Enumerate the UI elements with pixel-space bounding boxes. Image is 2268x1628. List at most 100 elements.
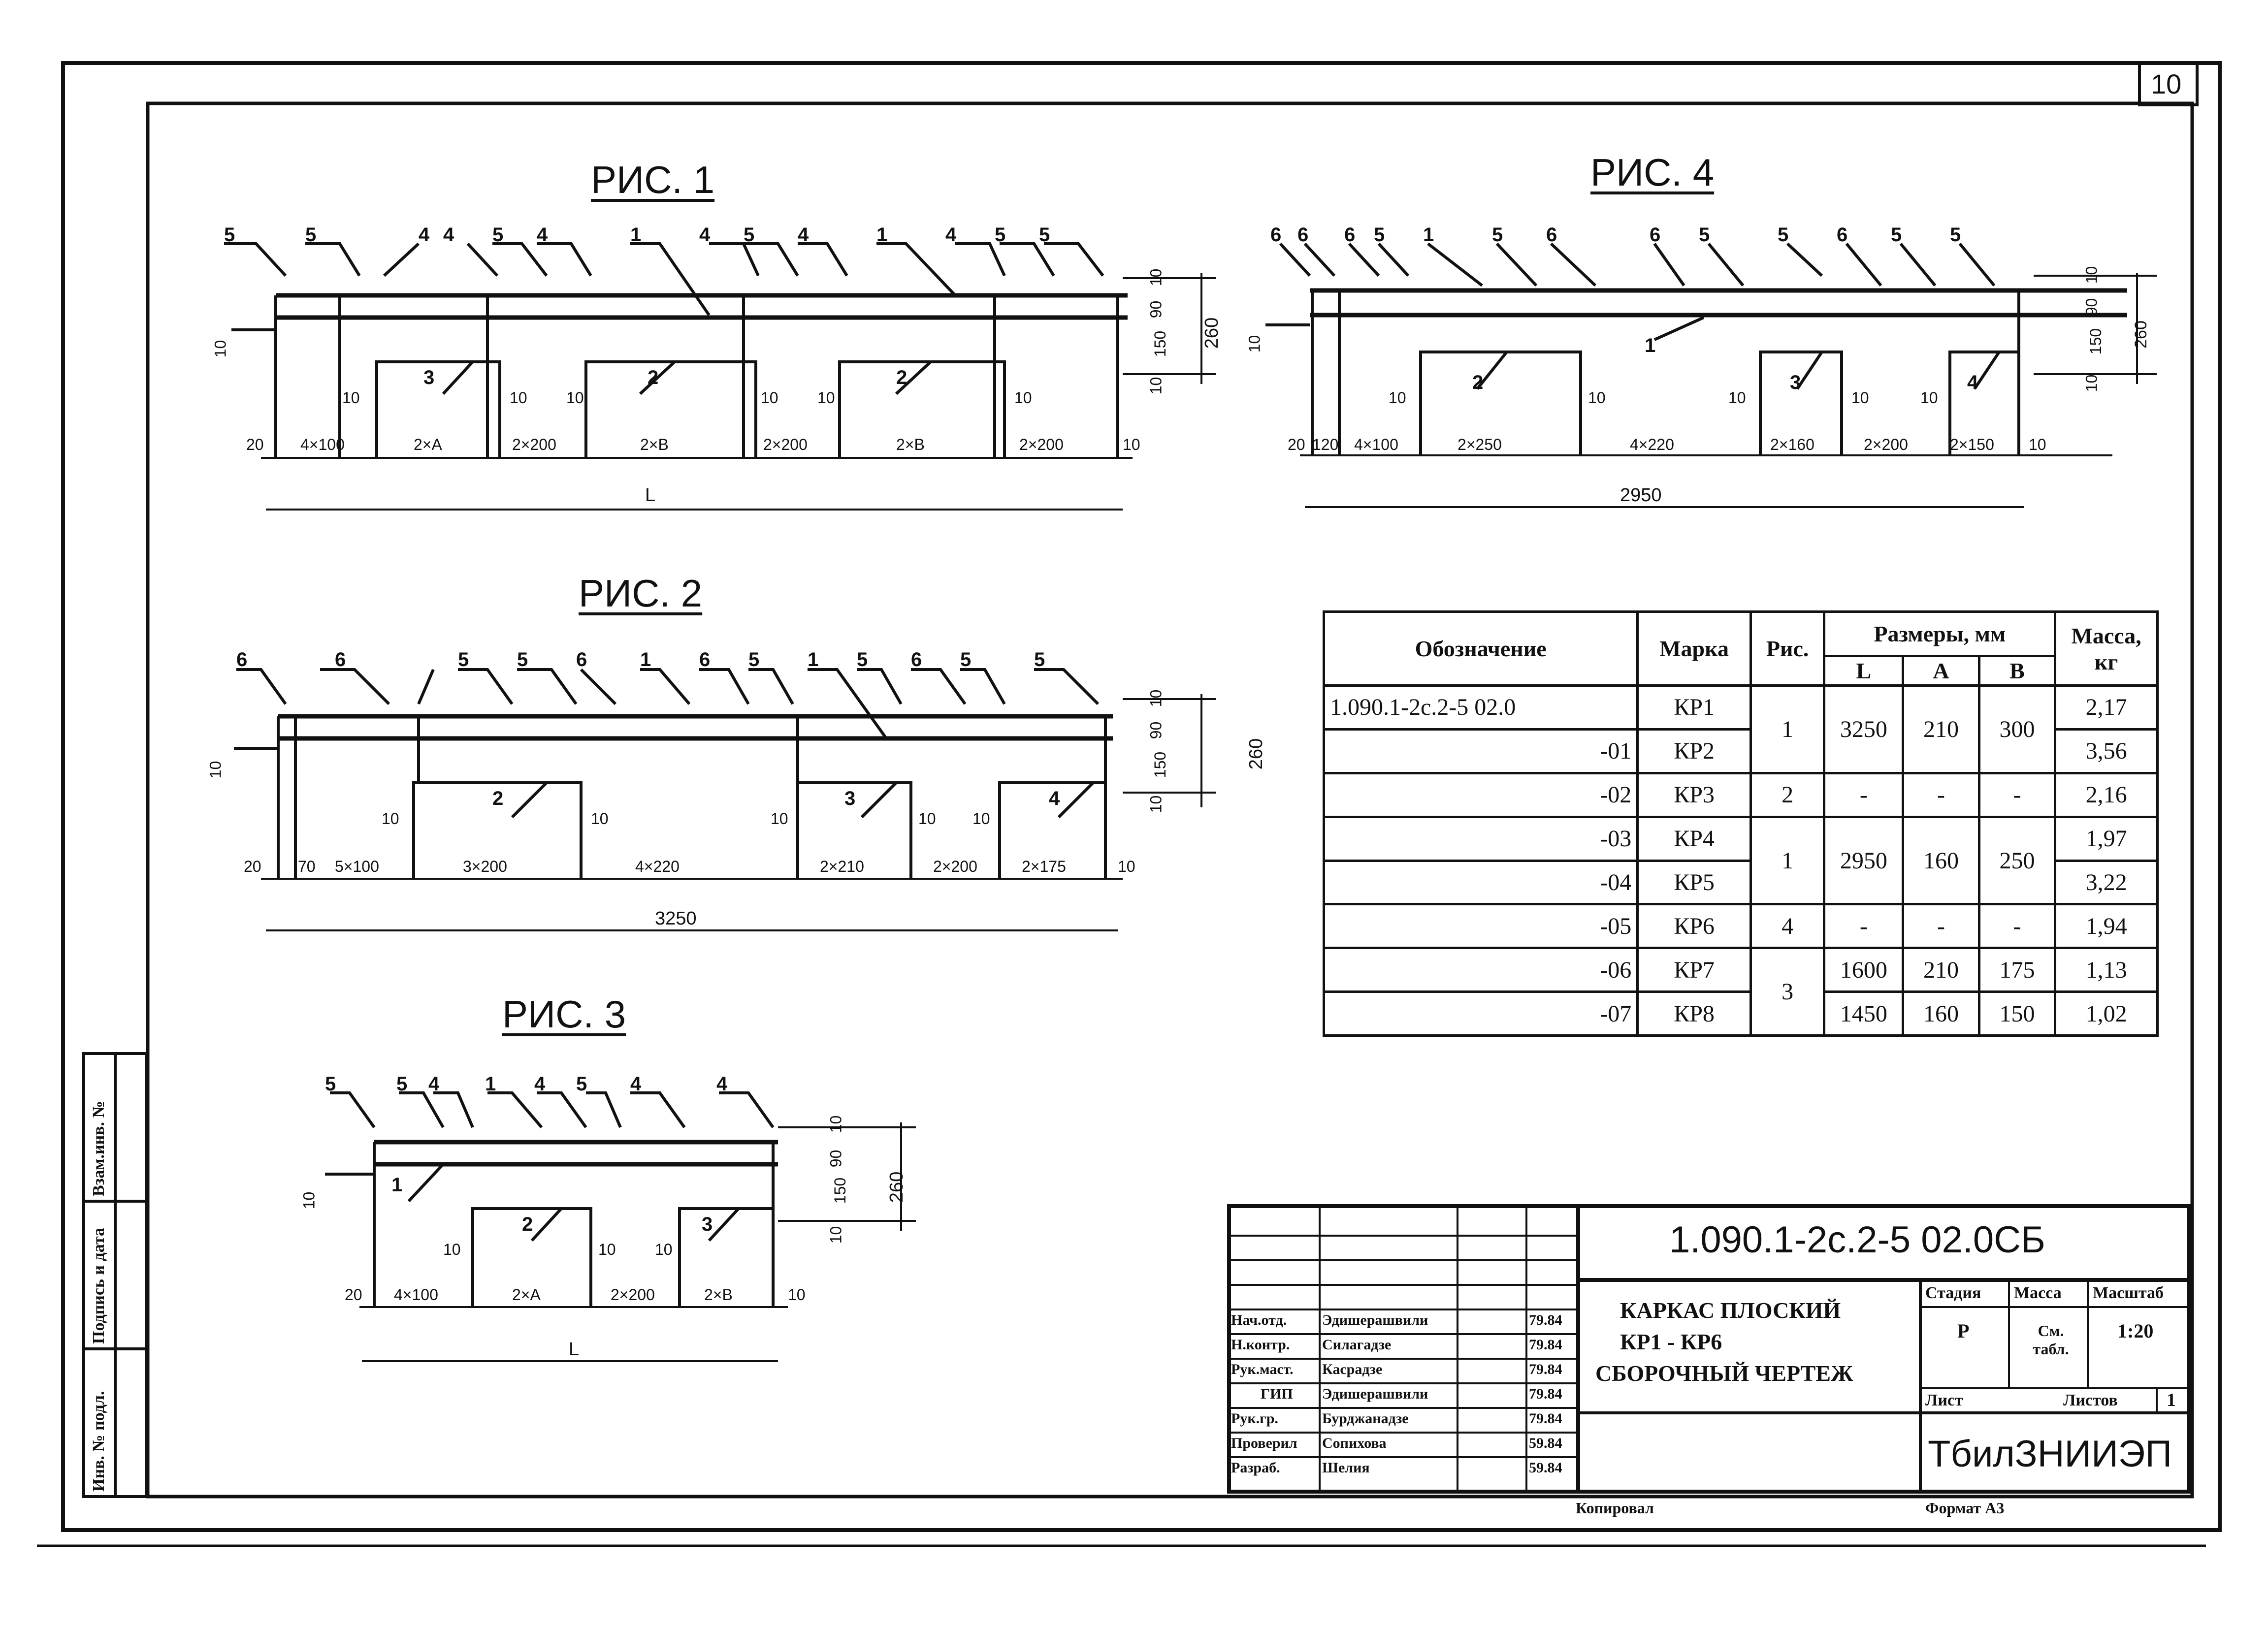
fig3-bdim: 2×B <box>704 1286 733 1304</box>
fig1-vdim-total: 260 <box>1201 317 1223 349</box>
sig-role: Рук.гр. <box>1231 1410 1278 1427</box>
sig-date: 79.84 <box>1529 1337 1562 1353</box>
sig-role: Нач.отд. <box>1231 1312 1287 1328</box>
fig4-marker: 6 <box>1650 224 1661 246</box>
signature-row: Проверил Сопихова 59.84 <box>1231 1435 1576 1459</box>
fig2-marker: 5 <box>748 649 760 670</box>
sig-name: Касрадзе <box>1322 1361 1383 1377</box>
fig2-small-dim: 10 <box>771 810 788 828</box>
row-B: - <box>1977 903 2057 950</box>
side-stamp-sign: Подпись и дата <box>90 1228 108 1344</box>
side-stamp-replace: Взам.инв. № <box>90 1101 108 1196</box>
fig4-bdim: 2×250 <box>1458 436 1502 453</box>
row-L: 3250 <box>1823 684 1905 774</box>
fig2-small-dim: 10 <box>972 810 990 828</box>
fig3-vdim: 10 <box>827 1226 845 1244</box>
fig2-marker: 5 <box>458 649 469 670</box>
row-A: - <box>1902 771 1980 818</box>
row-code: -06 <box>1322 947 1639 993</box>
fig3-marker: 4 <box>630 1073 642 1095</box>
sig-role: Проверил <box>1231 1435 1297 1451</box>
doc-code: 1.090.1-2с.2-5 02.0СБ <box>1669 1219 2045 1261</box>
signature-row: ГИП Эдишерашвили 79.84 <box>1231 1386 1576 1409</box>
header-A: A <box>1902 655 1980 687</box>
table-row: 1.090.1-2с.2-5 02.0 КР1 1 3250 210 300 2… <box>1322 684 2159 774</box>
sig-date: 59.84 <box>1529 1435 1562 1451</box>
inner-frame <box>146 101 2194 1499</box>
fig1-small-dim: 10 <box>566 389 584 407</box>
fig3-marker-bottom: 2 <box>522 1213 533 1235</box>
fig1-bdim: 2×B <box>896 436 925 453</box>
fig4-small-dim: 10 <box>1920 389 1938 407</box>
fig2-bdim: 2×200 <box>933 858 977 875</box>
fig4-small-dim: 10 <box>1851 389 1869 407</box>
fig1-marker: 4 <box>419 224 430 246</box>
fig1-small-dim: 10 <box>1014 389 1032 407</box>
sig-name: Бурджанадзе <box>1322 1410 1409 1427</box>
sig-date: 79.84 <box>1529 1361 1562 1377</box>
fig4-marker: 6 <box>1344 224 1356 246</box>
stage-label: Стадия <box>1925 1284 1981 1302</box>
row-mark: КР1 <box>1636 684 1752 731</box>
fig4-title: РИС. 4 <box>1590 151 1715 194</box>
fig4-marker-bottom: 3 <box>1790 372 1801 393</box>
sig-role: Рук.маст. <box>1231 1361 1294 1377</box>
row-B: - <box>1977 771 2057 818</box>
fig3-marker-bottom: 3 <box>702 1213 713 1235</box>
fig4-small-dim: 10 <box>1389 389 1406 407</box>
fig4-marker: 5 <box>1891 224 1902 246</box>
row-L: 1600 <box>1823 947 1905 993</box>
fig4-marker-bottom: 4 <box>1967 372 1978 393</box>
fig4-bdim: 20 <box>1288 436 1305 453</box>
header-sizes: Размеры, мм <box>1823 610 2057 657</box>
fig2-marker: 5 <box>517 649 528 670</box>
fig1-vdim: 10 <box>1147 268 1165 287</box>
fig3-vdim: 150 <box>831 1177 849 1204</box>
fig1-marker: 5 <box>995 224 1006 246</box>
row-code: -01 <box>1322 728 1639 774</box>
fig2-marker: 5 <box>960 649 972 670</box>
fig3-marker: 5 <box>396 1073 408 1095</box>
fig2-bdim: 20 <box>244 858 261 875</box>
fig3-overall: L <box>569 1339 580 1360</box>
fig4-drawing <box>1265 242 2157 508</box>
fig2-vdim: 150 <box>1151 751 1169 778</box>
signature-row: Разраб. Шелия 59.84 <box>1231 1460 1576 1483</box>
fig1-marker: 4 <box>945 224 957 246</box>
fig3-marker: 1 <box>485 1073 496 1095</box>
fig3-marker-bottom: 1 <box>391 1174 403 1196</box>
fig2-marker-bottom: 3 <box>844 788 856 809</box>
fig4-small-dim: 10 <box>1728 389 1746 407</box>
fig2-small-dim: 10 <box>918 810 936 828</box>
row-A: 210 <box>1902 947 1980 993</box>
fig2-marker-bottom: 4 <box>1049 788 1060 809</box>
fig1-marker: 4 <box>443 224 454 246</box>
row-B: 175 <box>1977 947 2057 993</box>
fig1-bdim: 2×200 <box>512 436 556 453</box>
table-row: -01 КР2 3,56 <box>1322 728 2159 774</box>
fig1-overall: L <box>645 485 656 506</box>
fig1-small-dim: 10 <box>342 389 360 407</box>
fig1-small-dim: 10 <box>510 389 527 407</box>
row-fig: 3 <box>1749 947 1826 1037</box>
fig4-vdim: 10 <box>2082 266 2101 284</box>
fig3-marker: 4 <box>716 1073 728 1095</box>
doc-name-line: СБОРОЧНЫЙ ЧЕРТЕЖ <box>1595 1361 1853 1386</box>
table-row: -05 КР6 4 - - - 1,94 <box>1322 903 2159 950</box>
row-L: 2950 <box>1823 815 1905 906</box>
sig-role: Разраб. <box>1231 1460 1280 1476</box>
fig2-marker: 5 <box>1034 649 1045 670</box>
fig1-marker: 5 <box>224 224 235 246</box>
sig-name: Сопихова <box>1322 1435 1387 1451</box>
row-B: 250 <box>1977 815 2057 906</box>
header-mass: Масса, кг <box>2054 610 2159 687</box>
signature-row: Н.контр. Силагадзе 79.84 <box>1231 1337 1576 1360</box>
row-mass: 3,56 <box>2054 728 2159 774</box>
fig1-bdim: 2×200 <box>1019 436 1064 453</box>
fig1-bdim: 20 <box>246 436 264 453</box>
sheets-value: 1 <box>2167 1390 2176 1410</box>
fig2-bdim: 5×100 <box>335 858 379 875</box>
fig2-bdim: 2×210 <box>820 858 864 875</box>
fig1-marker: 4 <box>537 224 548 246</box>
signature-row: Рук.маст. Касрадзе 79.84 <box>1231 1361 1576 1385</box>
